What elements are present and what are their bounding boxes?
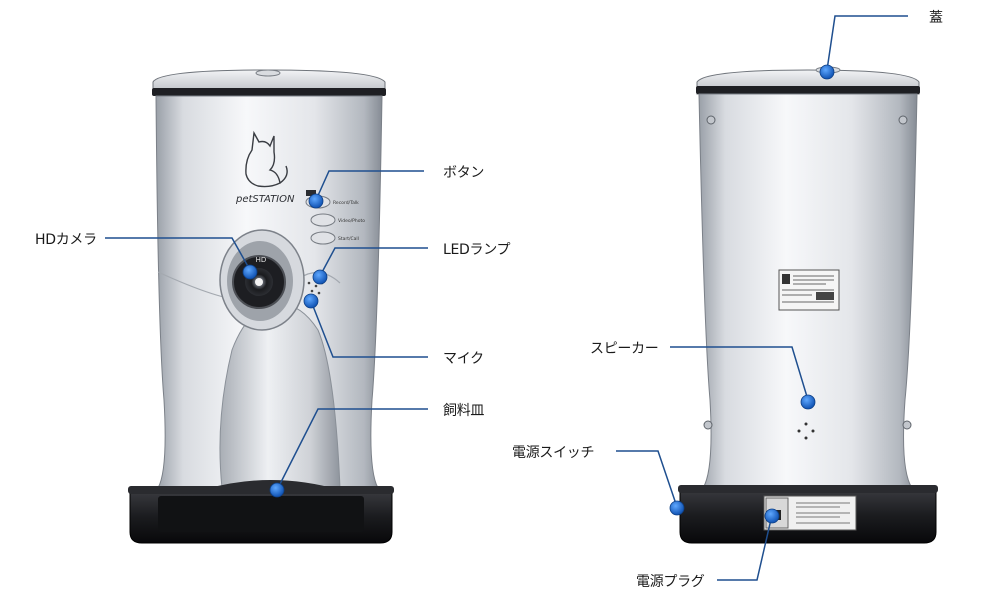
callout-line-power-plug	[717, 514, 773, 581]
front-lid-knob	[255, 69, 281, 77]
callout-line-power-switch	[616, 450, 678, 508]
callout-dot-power-switch	[669, 500, 685, 516]
label-mic: マイク	[443, 351, 484, 367]
cat-logo	[245, 130, 288, 188]
back-screws	[703, 115, 912, 430]
label-led-lamp: LEDランプ	[443, 242, 511, 258]
callout-dot-power-plug	[764, 508, 780, 524]
callout-dot-speaker	[800, 394, 816, 410]
label-power-plug: 電源プラグ	[636, 574, 705, 590]
brand-text: petSTATION	[235, 194, 295, 205]
label-lid: 蓋	[929, 10, 943, 26]
callout-line-bowl	[276, 408, 428, 491]
button-record-label: Record/Talk	[333, 200, 359, 206]
callout-dot-button	[308, 193, 324, 209]
callout-line-led	[319, 247, 428, 277]
label-hd-camera: HDカメラ	[35, 232, 97, 248]
back-device	[678, 66, 938, 544]
button-start[interactable]	[310, 231, 336, 245]
front-base	[128, 480, 394, 544]
callout-dot-hd-camera	[242, 264, 258, 280]
label-power-switch: 電源スイッチ	[512, 445, 595, 461]
button-start-label: Start/Call	[338, 236, 359, 242]
label-button: ボタン	[443, 165, 485, 181]
callout-dot-bowl	[269, 482, 285, 498]
callout-line-speaker	[670, 346, 809, 401]
callout-dot-led	[312, 269, 328, 285]
label-speaker: スピーカー	[590, 341, 659, 357]
front-device: HD petSTATION Record/Talk Video/Photo St…	[128, 69, 394, 544]
label-feeding-bowl: 飼料皿	[443, 403, 485, 419]
callout-line-hd-camera	[105, 237, 251, 271]
callout-line-lid	[826, 15, 908, 71]
callout-dot-mic	[303, 293, 319, 309]
camera-hd-text: HD	[256, 256, 267, 264]
speaker-holes	[797, 422, 815, 440]
button-video[interactable]	[310, 213, 336, 227]
callout-dot-lid	[819, 64, 835, 80]
back-base	[678, 485, 938, 544]
callout-line-button	[315, 170, 424, 201]
product-label-sticker	[778, 269, 840, 311]
callout-line-mic	[310, 300, 428, 358]
button-video-label: Video/Photo	[338, 218, 365, 224]
